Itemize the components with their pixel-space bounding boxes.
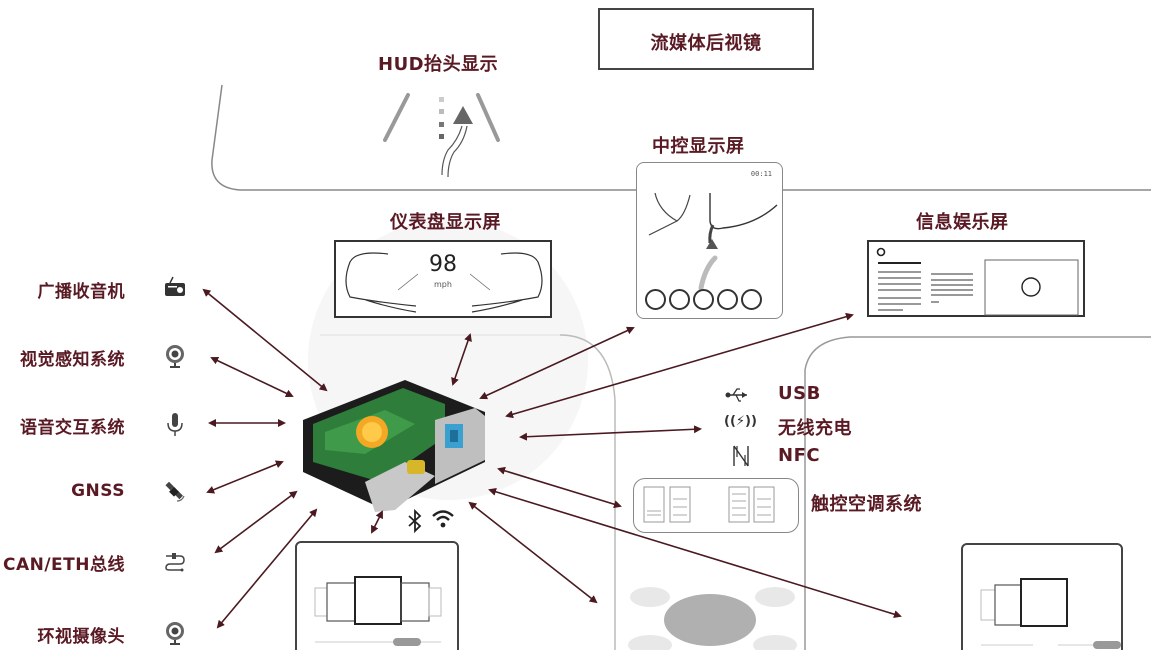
- shortcut-button[interactable]: [693, 289, 714, 310]
- infotainment-content-icon: [876, 247, 1079, 316]
- infotainment-screen: [867, 240, 1085, 317]
- center-display-label: 中控显示屏: [652, 136, 745, 157]
- shortcut-button[interactable]: [669, 289, 690, 310]
- left-item-label: 视觉感知系统: [20, 350, 125, 370]
- bluetooth-icon: [408, 508, 422, 534]
- shortcut-buttons: [645, 289, 762, 310]
- cluster-display-screen: 98 mph: [334, 240, 552, 318]
- hud-lane-left: [383, 93, 410, 142]
- hud-label: HUD抬头显示: [378, 54, 499, 75]
- shortcut-button[interactable]: [741, 289, 762, 310]
- speed-value: 98: [429, 252, 457, 277]
- radio-icon: [165, 276, 185, 296]
- shortcut-button[interactable]: [717, 289, 738, 310]
- left-item-label: CAN/ETH总线: [2, 555, 125, 575]
- hud-lane-right: [476, 93, 500, 142]
- wifi-icon: [432, 510, 454, 528]
- left-item-label: 广播收音机: [37, 282, 125, 302]
- left-item-label: 语音交互系统: [20, 418, 125, 438]
- climate-label: 触控空调系统: [811, 494, 922, 515]
- usb-icon: [725, 388, 747, 402]
- gauge-outline-icon: [345, 252, 543, 313]
- webcam-icon: [166, 622, 184, 645]
- wireless-charging-label: 无线充电: [778, 418, 852, 439]
- surround-view-icon: [980, 578, 1121, 649]
- center-display-screen: 00:11: [636, 162, 783, 319]
- shortcut-button[interactable]: [645, 289, 666, 310]
- usb-label: USB: [778, 383, 821, 404]
- hud-arrow-icon: [453, 106, 473, 124]
- surround-view-icon: [314, 576, 442, 646]
- streaming-mirror-box: 流媒体后视镜: [598, 8, 814, 70]
- streaming-mirror-label: 流媒体后视镜: [650, 33, 762, 54]
- wireless-charging-icon: ((⚡)): [724, 414, 757, 429]
- control-knob: [664, 594, 756, 646]
- center-display-status: 00:11: [750, 170, 772, 178]
- bus-network-icon: [165, 553, 185, 572]
- left-item-label: 环视摄像头: [37, 627, 125, 647]
- surround-view-screen-left: [295, 541, 459, 650]
- microphone-icon: [167, 413, 183, 436]
- left-item-label: GNSS: [71, 481, 125, 501]
- domain-controller-module: [303, 380, 485, 512]
- windshield-line: [211, 84, 1151, 191]
- map-route-icon: [648, 192, 778, 291]
- webcam-icon: [166, 345, 184, 368]
- surround-view-screen-right: [961, 543, 1123, 650]
- climate-buttons-icon: [643, 486, 775, 523]
- satellite-icon: [165, 481, 185, 502]
- nfc-icon: [733, 445, 749, 467]
- nfc-label: NFC: [778, 445, 821, 466]
- climate-panel: [633, 478, 799, 533]
- infotainment-label: 信息娱乐屏: [916, 212, 1009, 233]
- cluster-display-label: 仪表盘显示屏: [390, 212, 501, 233]
- speed-unit: mph: [434, 280, 452, 289]
